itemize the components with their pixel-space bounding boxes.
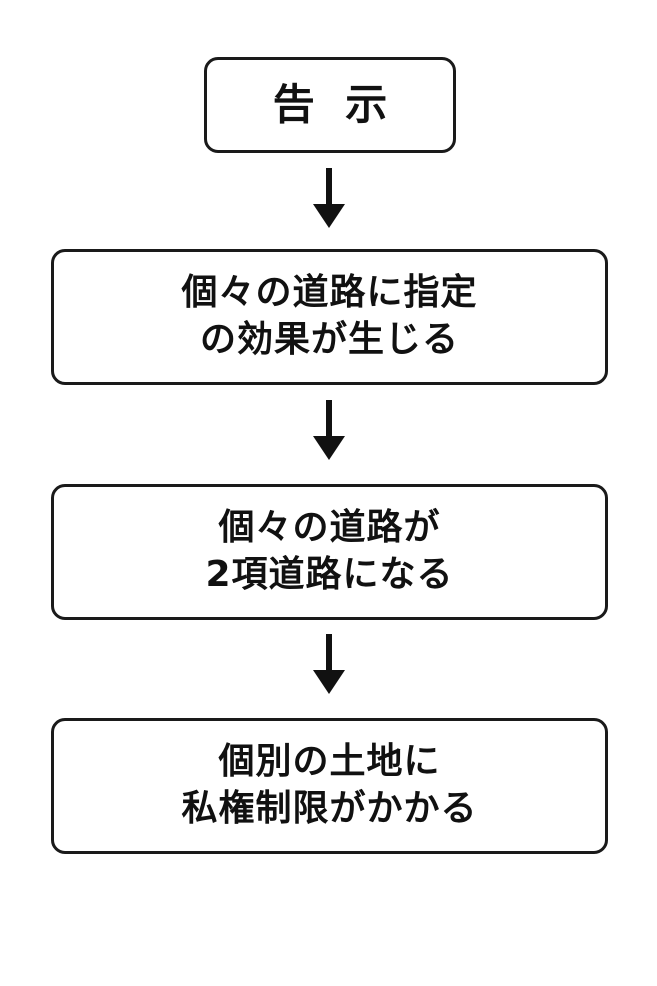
step-notification-label: 告 示 <box>272 79 396 129</box>
down-arrow-icon <box>313 634 345 694</box>
step-designation-effect-line-1: 個々の道路に指定 <box>181 272 478 314</box>
down-arrow-icon <box>313 168 345 228</box>
step-private-rights-restriction: 個別の土地に 私権制限がかかる <box>51 718 608 854</box>
step-notification: 告 示 <box>204 57 456 153</box>
step-article-2-road-line-1: 個々の道路が <box>218 507 441 549</box>
step-private-rights-restriction-line-2: 私権制限がかかる <box>181 788 478 829</box>
step-article-2-road-line-2: 2項道路になる <box>205 554 454 595</box>
step-article-2-road: 個々の道路が 2項道路になる <box>51 484 608 620</box>
step-designation-effect-line-2: の効果が生じる <box>199 319 459 360</box>
step-private-rights-restriction-line-1: 個別の土地に <box>218 741 441 783</box>
step-designation-effect: 個々の道路に指定 の効果が生じる <box>51 249 608 385</box>
down-arrow-icon <box>313 400 345 460</box>
